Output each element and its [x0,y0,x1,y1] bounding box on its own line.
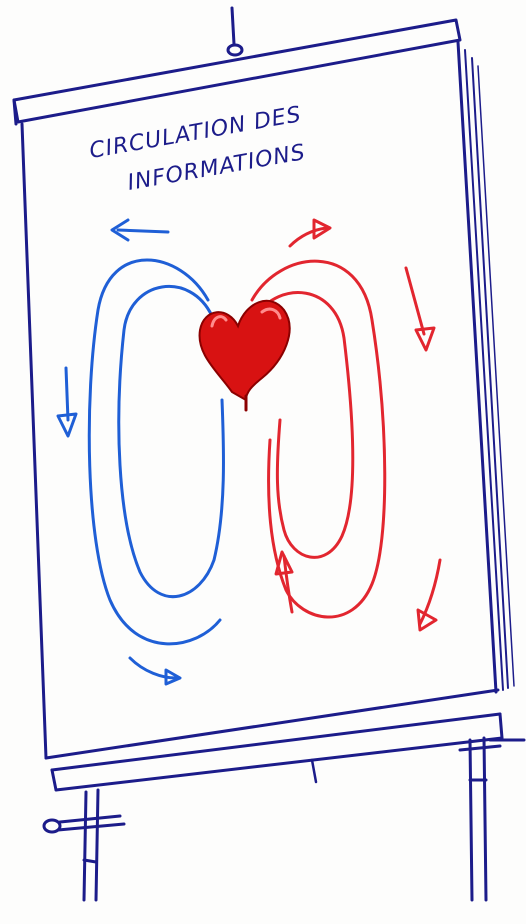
blue-loop [58,220,224,684]
hanging-hook [228,8,242,55]
heart-icon [200,301,290,410]
chart-title: CIRCULATION DES INFORMATIONS [88,102,310,201]
stand-right-leg [460,738,524,900]
red-loop [252,220,440,630]
flipchart-bottom-bar [52,714,502,790]
flipchart-top-bar [14,20,460,124]
stand-left-leg [44,790,124,900]
